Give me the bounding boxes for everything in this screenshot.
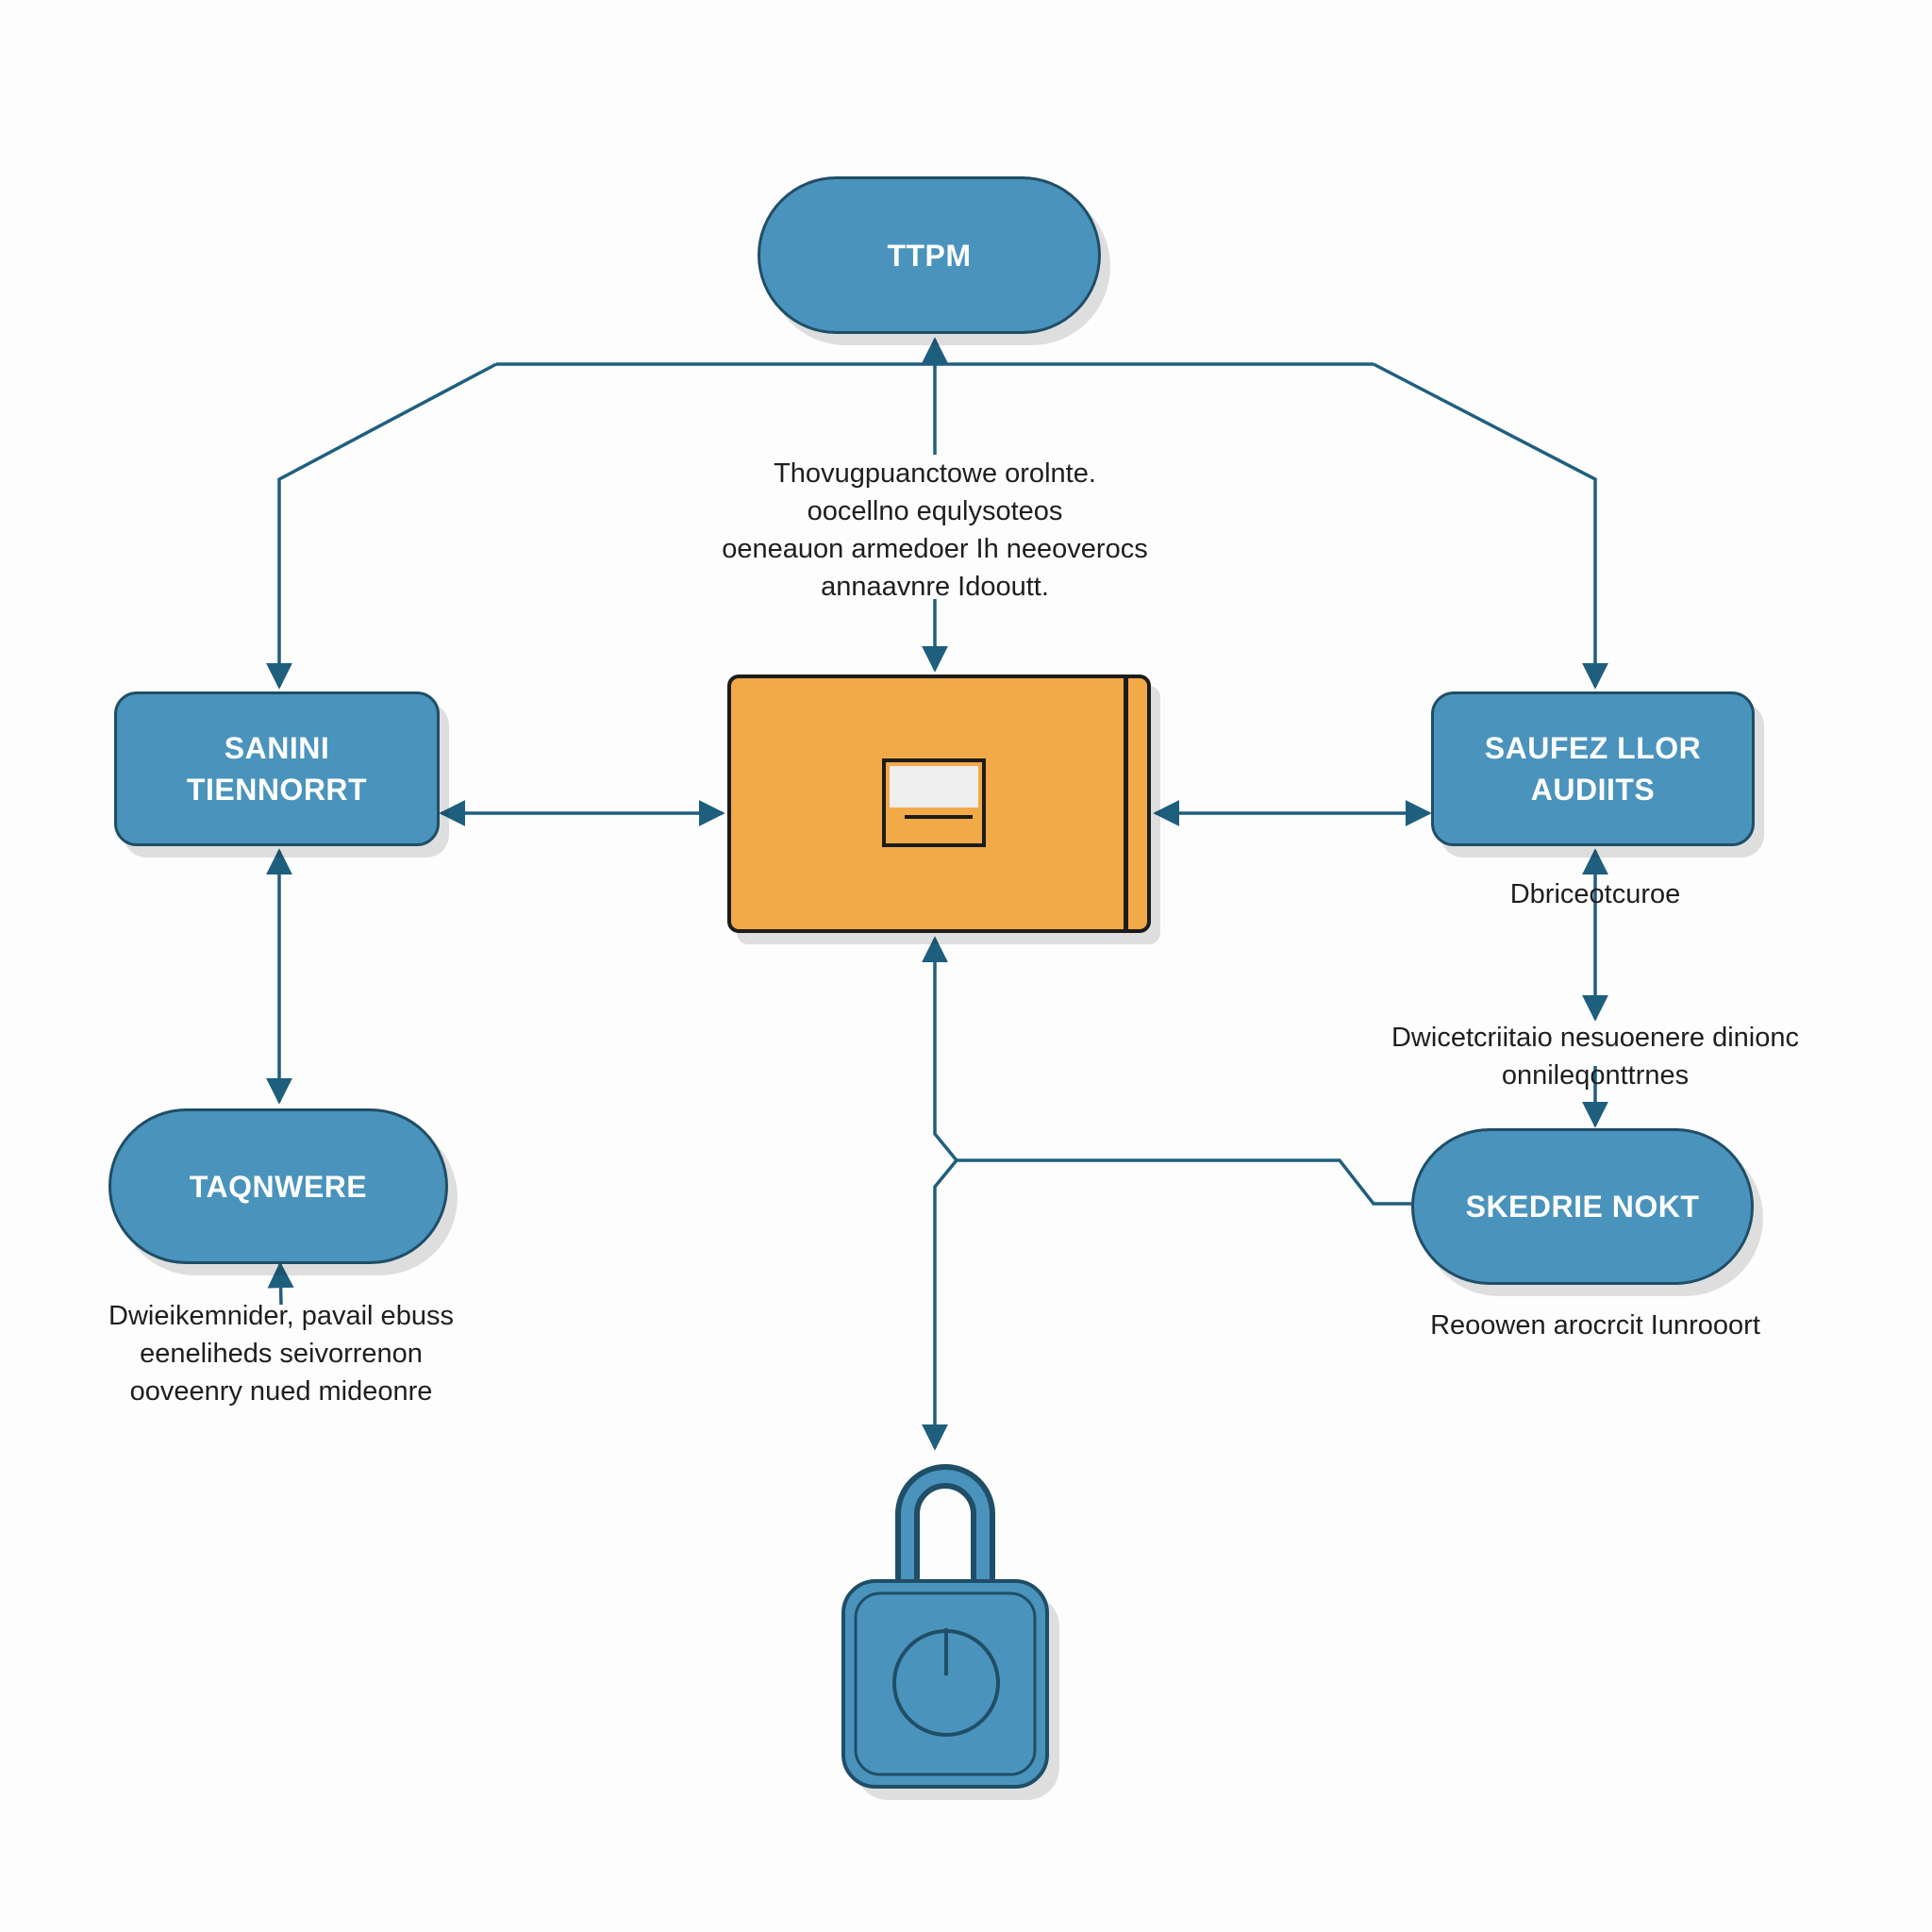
- connector-bus-to-right: [1373, 362, 1608, 690]
- note-right-lower: Dwicetcriitaio nesuoenere dinionc onnile…: [1391, 1023, 1799, 1091]
- note-right-bottom: Reoowen arocrcit Iunrooort: [1430, 1310, 1760, 1341]
- node-top[interactable]: TTPM: [758, 176, 1101, 334]
- connector-bus-to-left: [266, 362, 497, 690]
- connector-hub-to-lock: [922, 1158, 958, 1451]
- node-right-label-2: AUDIITS: [1530, 773, 1656, 807]
- connector-hub-to-bottomright: [957, 1158, 1411, 1206]
- node-bottom-right[interactable]: SKEDRIE NOKT: [1411, 1128, 1754, 1285]
- node-right-label-1: SAUFEZ LLOR: [1484, 731, 1702, 765]
- connector-lower-hub-up: [922, 936, 958, 1162]
- node-bottom-left-label: TAQNWERE: [189, 1169, 368, 1204]
- note-right-mid: Dbriceotcuroe: [1509, 879, 1681, 909]
- node-right[interactable]: SAUFEZ LLOR AUDIITS: [1431, 691, 1755, 846]
- node-bottom-right-label: SKEDRIE NOKT: [1465, 1190, 1700, 1224]
- node-bottom-left[interactable]: TAQNWERE: [108, 1108, 448, 1264]
- padlock-power-icon: [841, 1464, 1059, 1800]
- center-panel[interactable]: [727, 675, 1151, 933]
- connector-note-to-bottomleft: [267, 1261, 294, 1306]
- node-left-label-2: TIENNORRT: [186, 773, 368, 807]
- node-left[interactable]: SANINI TIENNORRT: [114, 691, 440, 846]
- note-left-bottom: Dwieikemnider, pavail ebuss eeneliheds s…: [108, 1301, 454, 1407]
- laptop-icon: [882, 758, 986, 847]
- note-center-top: Thovugpuanctowe orolnte. oocellno equlys…: [722, 458, 1148, 602]
- panel-spine: [1124, 678, 1128, 929]
- node-top-label: TTPM: [887, 238, 972, 273]
- node-left-label-1: SANINI: [224, 731, 330, 765]
